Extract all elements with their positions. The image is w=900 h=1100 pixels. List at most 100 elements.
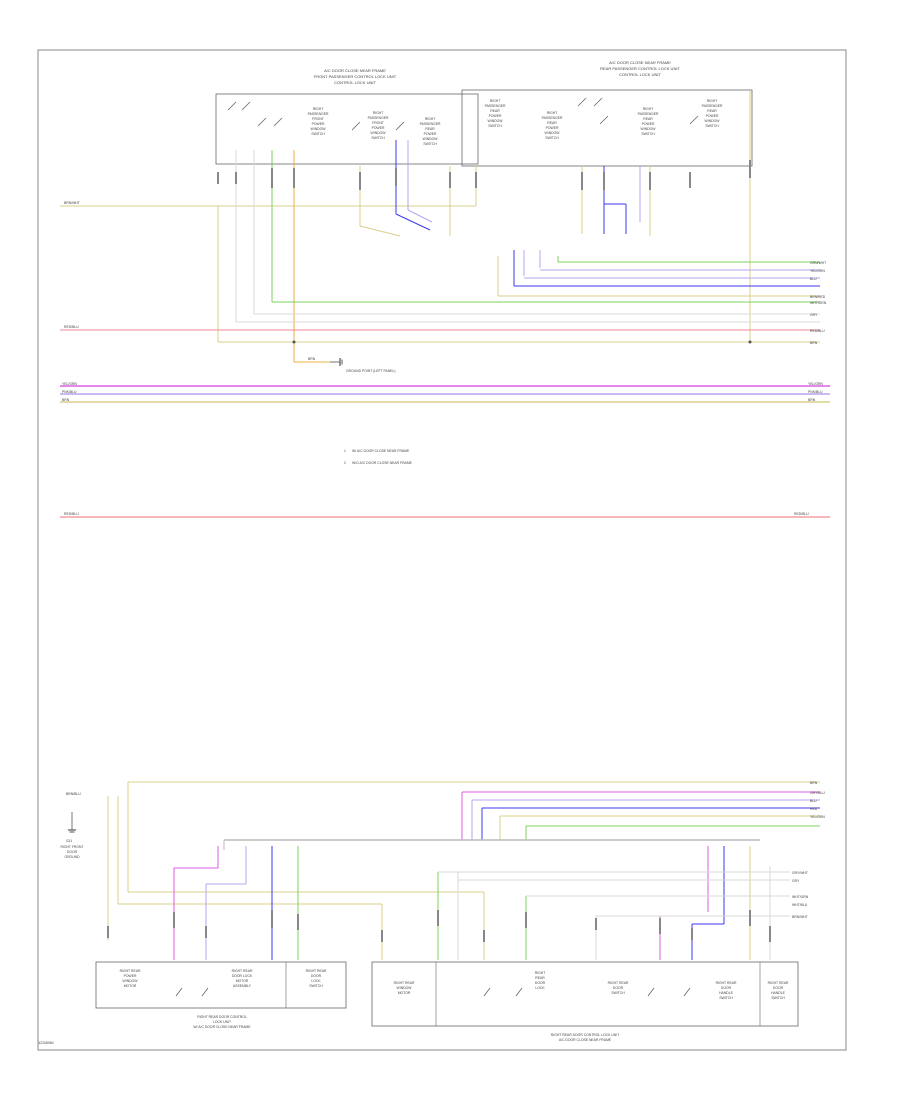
legend-item-1: W/ A/C DOOR CLOSE NEAR FRAME [352, 449, 410, 453]
ml-cell-3-l3: LOCK [311, 979, 321, 983]
top-right-switch-2-l5: WINDOW [545, 131, 561, 135]
long-wire-right-label: RED/BLU [794, 512, 809, 516]
mr-cell-4-l1: RIGHT REAR [716, 981, 737, 985]
ml-cell-1-l4: MOTOR [124, 984, 137, 988]
mr-cell-2-l4: LOCK [535, 986, 545, 990]
right-wire-labels-upper: GRN/WHT YEL/GRN BLU BRN/RED WHT/GRN GRY … [810, 261, 827, 345]
ml-cell-1-l3: WINDOW [123, 979, 139, 983]
mid-left-label-1: YEL/GRN [62, 382, 77, 386]
top-right-switch-4-l4: POWER [706, 114, 719, 118]
mr-cell-1-l3: MOTOR [398, 991, 411, 995]
top-left-switch-1-l5: WINDOW [311, 127, 327, 131]
ml-cell-3-l4: SWITCH [309, 984, 323, 988]
legend-item-2: W/O A/C DOOR CLOSE NEAR FRAME [352, 461, 413, 465]
ml-cell-3-l1: RIGHT REAR [306, 969, 327, 973]
left-label-brn-wht: BRN/WHT [64, 201, 80, 205]
mr-cell-4-l4: SWITCH [719, 996, 733, 1000]
br-label-2: GRY/BLU [810, 791, 825, 795]
top-left-switch-2-l6: SWITCH [371, 136, 385, 140]
top-right-switch-1-l4: POWER [489, 114, 502, 118]
ml-cell-1-l1: RIGHT REAR [120, 969, 141, 973]
mr-caption-1: RIGHT REAR DOOR CONTROL LOCK UNIT [551, 1033, 619, 1037]
top-left-switch-2-l4: POWER [372, 126, 385, 130]
right-label-3: BLU [810, 277, 817, 281]
top-left-switch-panel: A/C DOOR CLOSE NEAR FRAME FRONT PASSENGE… [215, 68, 479, 165]
top-right-switch-panel: A/C DOOR CLOSE NEAR FRAME REAR PASSENGER… [461, 60, 753, 167]
top-right-title-1: A/C DOOR CLOSE NEAR FRAME [609, 60, 671, 65]
mr-cell-4-l2: DOOR [721, 986, 732, 990]
br-side-label-2: GRY [792, 879, 800, 883]
top-right-switch-2-l6: SWITCH [545, 136, 559, 140]
top-right-switch-4-l3: REAR [707, 109, 717, 113]
svg-text:1: 1 [344, 449, 346, 453]
ml-cell-2-l2: DOOR LOCK [232, 974, 253, 978]
ml-cell-2-l3: MOTOR [236, 979, 249, 983]
top-right-switch-1-l3: REAR [490, 109, 500, 113]
top-right-switch-4-l2: PASSENGER [702, 104, 723, 108]
br-side-label-4: WHT/BLU [792, 903, 808, 907]
bottom-ground-desc-3: GROUND [64, 855, 80, 859]
mr-caption-2: A/C DOOR CLOSE NEAR FRAME [559, 1038, 612, 1042]
right-label-6: GRY [810, 313, 818, 317]
bottom-ground-icon [68, 812, 76, 833]
ground-wire-label: BRN [308, 357, 316, 361]
top-left-switch-3-l1: RIGHT [425, 117, 436, 121]
top-left-switch-1-l6: SWITCH [311, 132, 325, 136]
top-right-switch-1-l6: SWITCH [488, 124, 502, 128]
module-left: RIGHT REAR POWER WINDOW MOTOR RIGHT REAR… [95, 961, 347, 1029]
top-left-switch-3-l5: WINDOW [423, 137, 439, 141]
top-left-switch-3-l4: POWER [424, 132, 437, 136]
bottom-right-wire-labels: BRN GRY/BLU BLU RED YEL/GRN GRY/WHT GRY … [792, 781, 825, 919]
top-wire-harness [60, 90, 820, 363]
ml-cell-2-l1: RIGHT REAR [232, 969, 253, 973]
right-label-1: GRN/WHT [810, 261, 826, 265]
top-right-switch-3-l4: POWER [642, 122, 655, 126]
mr-cell-1-l2: WINDOW [397, 986, 413, 990]
bottom-ground-label: G11 [66, 839, 72, 843]
br-side-label-1: GRY/WHT [792, 871, 808, 875]
diagram-border [37, 49, 847, 1051]
right-label-4: BRN/RED [810, 295, 826, 299]
mr-cell-2-l2: REAR [535, 976, 545, 980]
top-left-title-3: CONTROL LOCK UNIT [334, 80, 376, 85]
top-right-switch-2-l2: PASSENGER [542, 116, 563, 120]
mid-left-label-2: PNK/BLU [62, 390, 77, 394]
ml-caption-1: RIGHT REAR DOOR CONTROL [197, 1015, 247, 1019]
top-right-switch-4-l6: SWITCH [705, 124, 719, 128]
mr-cell-1-l1: RIGHT REAR [394, 981, 415, 985]
br-label-1: BRN [810, 781, 818, 785]
top-right-title-2: REAR PASSENGER CONTROL LOCK UNIT [600, 66, 680, 71]
top-right-switch-3-l6: SWITCH [641, 132, 655, 136]
br-label-5: YEL/GRN [810, 815, 825, 819]
top-right-switch-3-l5: WINDOW [641, 127, 657, 131]
legend: 1 W/ A/C DOOR CLOSE NEAR FRAME 2 W/O A/C… [344, 449, 413, 465]
mr-cell-3-l3: SWITCH [611, 991, 625, 995]
ml-caption-3: W/ A/C DOOR CLOSE NEAR FRAME [193, 1025, 251, 1029]
top-right-switch-3-l1: RIGHT [643, 107, 654, 111]
top-left-switch-3-l6: SWITCH [423, 142, 437, 146]
top-right-switch-1-l2: PASSENGER [485, 104, 506, 108]
top-right-switch-1-l5: WINDOW [488, 119, 504, 123]
right-label-2: YEL/GRN [810, 269, 825, 273]
top-left-switch-1-l3: FRONT [312, 117, 324, 121]
top-right-switch-4-l1: RIGHT [707, 99, 718, 103]
top-right-switch-2-l4: POWER [546, 126, 559, 130]
mr-cell-2-l3: DOOR [535, 981, 546, 985]
top-right-title-3: CONTROL LOCK UNIT [619, 72, 661, 77]
top-left-switch-2-l1: RIGHT [373, 111, 384, 115]
mr-cell-5-l4: SWITCH [771, 996, 785, 1000]
mr-cell-3-l2: DOOR [613, 986, 624, 990]
ml-cell-2-l4: ASSEMBLY [233, 984, 252, 988]
br-side-label-5: BRN/WHT [792, 915, 808, 919]
ml-caption-2: LOCK UNIT [213, 1020, 231, 1024]
top-right-switch-1-l1: RIGHT [490, 99, 501, 103]
mr-cell-4-l3: HANDLE [719, 991, 733, 995]
connector-pins [107, 160, 771, 942]
mr-cell-2-l1: RIGHT [535, 971, 546, 975]
bottom-ground-desc-1: RIGHT FRONT [60, 845, 83, 849]
top-right-switch-3-l2: PASSENGER [638, 112, 659, 116]
ml-cell-1-l2: POWER [124, 974, 137, 978]
mid-left-label-3: BRN [62, 398, 70, 402]
top-left-switch-1-l2: PASSENGER [308, 112, 329, 116]
top-left-switch-3-l3: REAR [425, 127, 435, 131]
